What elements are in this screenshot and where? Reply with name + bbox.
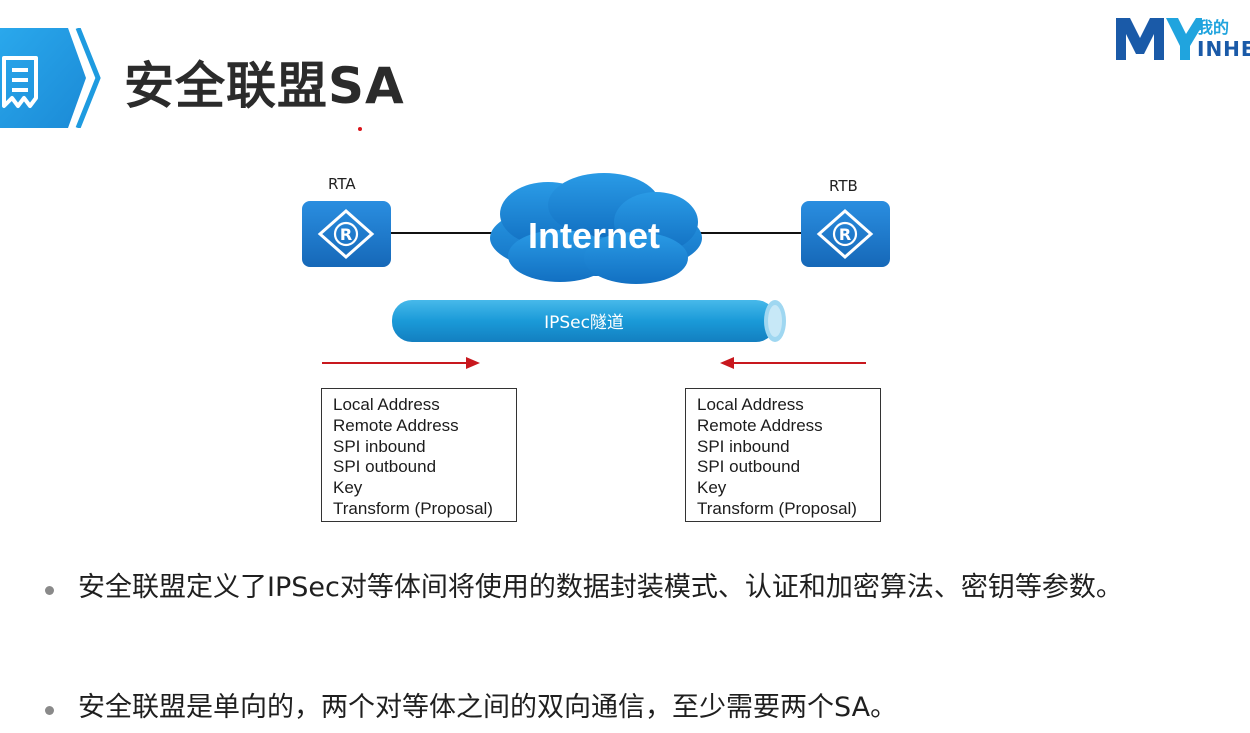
sa-right-line: SPI inbound [697, 436, 790, 456]
sa-left-line: Key [333, 478, 363, 498]
sa-left-line: Local Address [333, 395, 440, 414]
sa-left-line: Transform (Proposal) [333, 498, 493, 518]
sa-left-line: Remote Address [333, 415, 459, 435]
sa-right-line: Key [697, 478, 727, 498]
brand-logo-mark [1116, 18, 1202, 60]
header-badge [0, 28, 101, 128]
router-rta-symbol: R [340, 225, 352, 244]
document-icon [2, 56, 38, 108]
ipsec-tunnel-label: IPSec隧道 [544, 313, 624, 333]
router-rta-label: RTA [328, 175, 356, 193]
sa-parameters-right: Local Address Remote Address SPI inbound… [685, 388, 881, 522]
sa-right-line: Remote Address [697, 415, 823, 435]
sa-left-line: SPI outbound [333, 457, 437, 477]
internet-cloud-icon [490, 173, 702, 284]
arrow-left-icon [720, 357, 866, 369]
page-title: 安全联盟SA [124, 57, 405, 115]
bullet-text: 安全联盟是单向的，两个对等体之间的双向通信，至少需要两个SA。 [78, 692, 898, 723]
ipsec-tunnel [392, 300, 786, 342]
brand-logo: 我的 INHE [1112, 12, 1250, 64]
router-rtb-icon: R [801, 201, 890, 267]
router-rta-icon: R [302, 201, 391, 267]
router-rtb-label: RTB [829, 177, 858, 195]
sa-right-line: Local Address [697, 395, 804, 414]
logo-text-bottom: INHE [1197, 37, 1250, 61]
logo-text-top: 我的 [1197, 18, 1230, 37]
bullet-dot-icon [45, 586, 54, 595]
arrow-right-icon [322, 357, 480, 369]
ipsec-network-diagram: R R Internet IPSec隧道 [302, 173, 890, 369]
sa-parameters-left: Local Address Remote Address SPI inbound… [321, 388, 517, 522]
sa-left-line: SPI inbound [333, 436, 426, 456]
sa-right-line: SPI outbound [697, 457, 801, 477]
sa-right-line: Transform (Proposal) [697, 498, 857, 518]
router-rtb-symbol: R [839, 225, 851, 244]
bullet-dot-icon [45, 706, 54, 715]
bullet-text: 安全联盟定义了IPSec对等体间将使用的数据封装模式、认证和加密算法、密钥等参数… [78, 572, 1123, 603]
internet-cloud-label: Internet [528, 215, 660, 256]
red-dot-mark [358, 127, 362, 131]
